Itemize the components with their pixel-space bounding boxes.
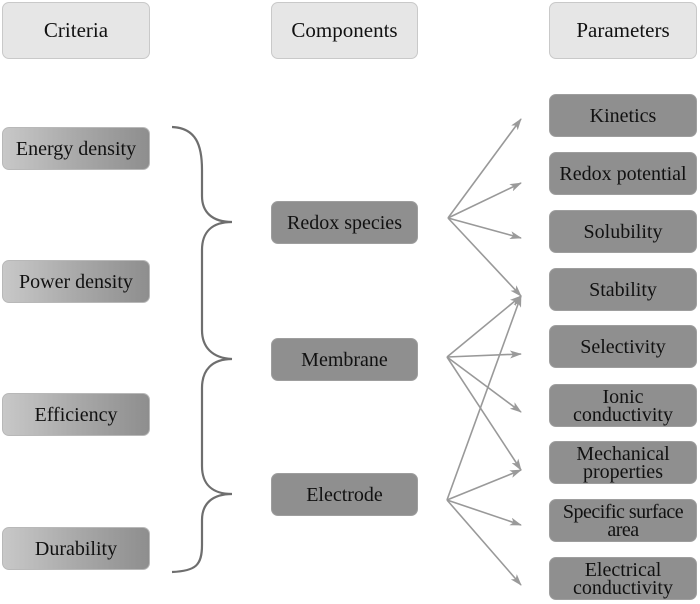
header-components: Components — [271, 2, 418, 59]
parameter-ionic-conductivity: Ionic conductivity — [549, 384, 697, 427]
component-redox-species: Redox species — [271, 201, 418, 244]
criteria-energy-density: Energy density — [2, 127, 150, 170]
arrow-membrane-to-selectivity — [446, 350, 522, 359]
arrow-membrane-to-ionic-conductivity — [446, 356, 522, 413]
arrow-electrode-to-electrical-conductivity — [446, 499, 522, 586]
parameter-mechanical-properties: Mechanical properties — [549, 441, 697, 484]
criteria-brace — [171, 125, 233, 574]
criteria-power-density: Power density — [2, 260, 150, 303]
parameter-redox-potential: Redox potential — [549, 152, 697, 195]
component-electrode: Electrode — [271, 473, 418, 516]
arrow-redox-species-to-kinetics — [447, 118, 522, 219]
arrow-electrode-to-specific-surface-area — [446, 499, 522, 526]
parameter-selectivity: Selectivity — [549, 325, 697, 368]
arrow-electrode-to-mechanical-properties — [446, 469, 522, 501]
criteria-durability: Durability — [2, 527, 150, 570]
arrow-membrane-to-stability — [446, 295, 522, 358]
parameter-electrical-conductivity: Electrical conductivity — [549, 557, 697, 600]
parameter-kinetics: Kinetics — [549, 94, 697, 137]
arrow-membrane-to-mechanical-properties — [446, 356, 522, 471]
header-criteria: Criteria — [2, 2, 150, 59]
parameter-specific-surface-area: Specific surface area — [549, 499, 697, 542]
arrow-redox-species-to-stability — [447, 217, 522, 297]
criteria-efficiency: Efficiency — [2, 393, 150, 436]
parameter-stability: Stability — [549, 268, 697, 311]
parameter-solubility: Solubility — [549, 210, 697, 253]
component-membrane: Membrane — [271, 338, 418, 381]
arrow-redox-species-to-solubility — [447, 217, 522, 239]
arrow-redox-species-to-redox-potential — [447, 182, 522, 219]
arrow-electrode-to-stability — [446, 295, 522, 501]
header-parameters: Parameters — [549, 2, 697, 59]
